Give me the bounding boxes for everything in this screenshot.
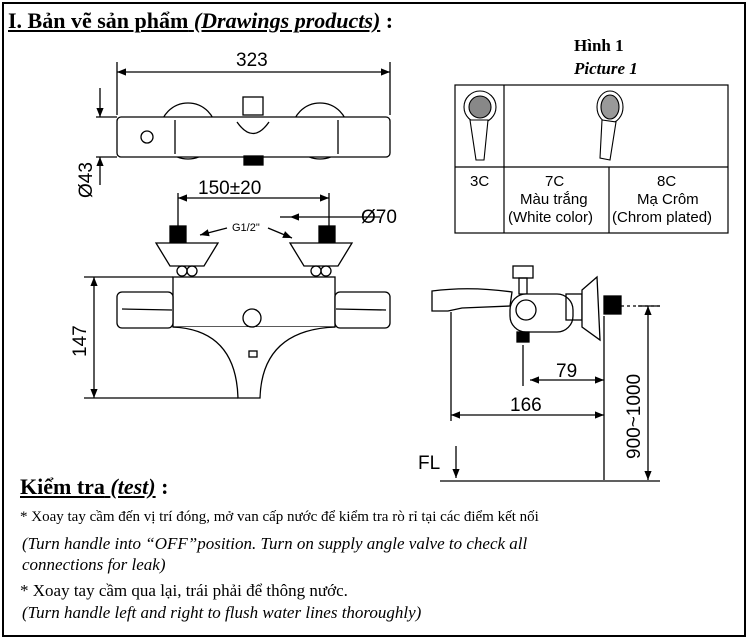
dim-width: 323	[236, 50, 268, 71]
handshower-7c-8c-image	[596, 90, 624, 161]
dim-centers: 150±20	[198, 178, 261, 199]
section-heading: I. Bản vẽ sản phẩm (Drawings products) :	[8, 8, 394, 33]
top-view-drawing	[96, 62, 391, 185]
side-view-drawing	[431, 265, 660, 482]
dim-body-diameter: Ø43	[76, 162, 97, 198]
figure-title-english: Picture 1	[574, 59, 638, 78]
cell-code-7c: 7C	[545, 173, 564, 190]
cell-finish-8c: Mạ Crôm	[637, 191, 699, 208]
cell-finish-7c: Màu trắng	[520, 191, 588, 208]
cell-code-3c: 3C	[470, 173, 489, 190]
cell-finish-en-8c: (Chrom plated)	[612, 209, 712, 226]
figure-table	[454, 84, 729, 234]
cell-finish-en-7c: (White color)	[508, 209, 593, 226]
dim-height: 147	[70, 325, 91, 357]
front-view-drawing	[84, 193, 391, 399]
dim-mount-height: 900~1000	[624, 374, 645, 459]
figure-title: Hình 1	[574, 36, 624, 55]
dim-thread: G1/2"	[232, 222, 260, 234]
test-note-en-1-cont: connections for leak)	[22, 555, 166, 574]
dim-total-depth: 166	[510, 395, 542, 416]
test-note-en-1: (Turn handle into “OFF”position. Turn on…	[22, 534, 528, 553]
dim-inlet-depth: 79	[556, 361, 577, 382]
cell-code-8c: 8C	[657, 173, 676, 190]
handshower-3c-image	[463, 90, 497, 161]
test-heading: Kiểm tra (test) :	[20, 474, 169, 499]
floor-level-label: FL	[418, 453, 440, 474]
test-note-vi-2: * Xoay tay cầm qua lại, trái phải để thô…	[20, 581, 348, 600]
dim-cover-diameter: Ø70	[361, 207, 397, 228]
test-note-en-2: (Turn handle left and right to flush wat…	[22, 603, 422, 622]
test-note-vi-1: * Xoay tay cầm đến vị trí đóng, mở van c…	[20, 509, 539, 525]
